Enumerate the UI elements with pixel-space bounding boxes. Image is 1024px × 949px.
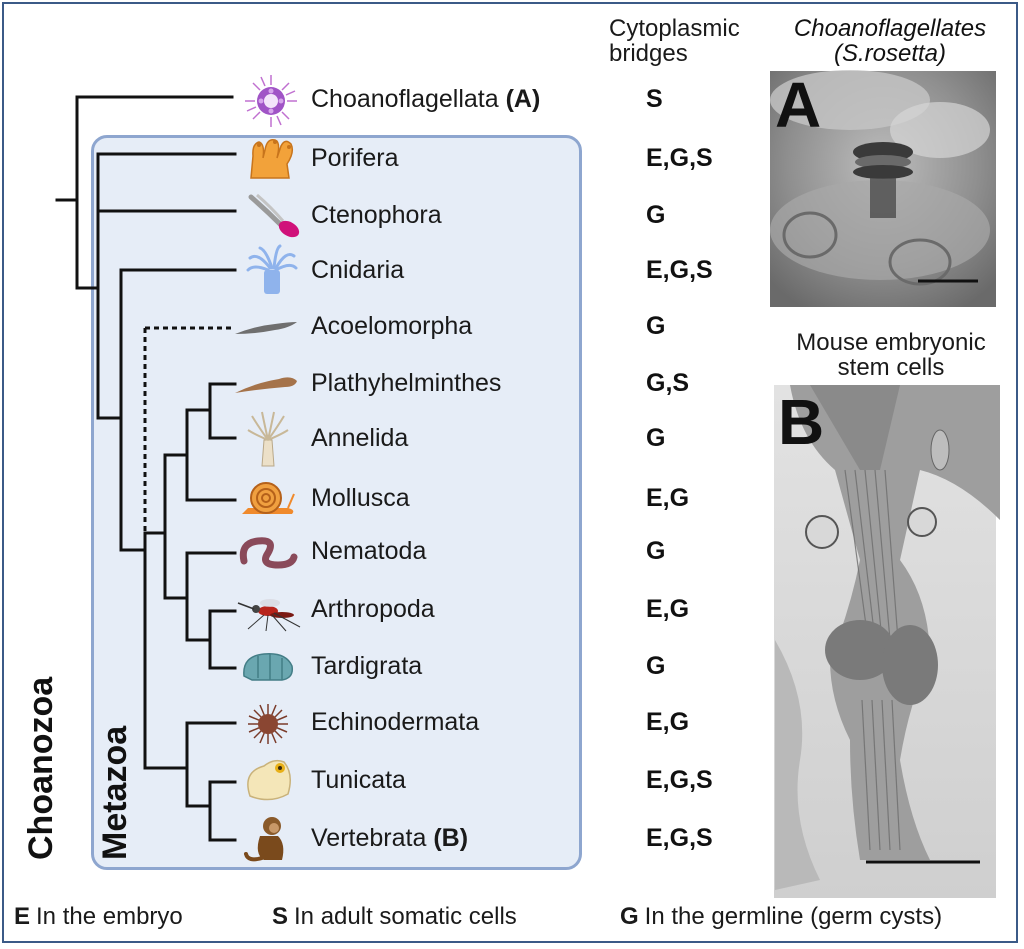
bridge-code: G,S xyxy=(646,369,690,397)
taxon-name: Ctenophora xyxy=(311,201,442,229)
panel-a-label: A xyxy=(775,69,822,141)
taxon-name: Choanoflagellata xyxy=(311,85,499,113)
bridges-header-text: Cytoplasmic bridges xyxy=(609,15,740,67)
choanoflagellate-rosette-icon xyxy=(245,75,297,127)
bridge-code: E,G,S xyxy=(646,766,713,794)
taxon-label: Porifera xyxy=(311,144,399,173)
taxon-label: Ctenophora xyxy=(311,201,442,230)
taxon-name: Cnidaria xyxy=(311,256,405,284)
taxon-label: Mollusca xyxy=(311,484,410,513)
taxon-name: Echinodermata xyxy=(311,708,480,736)
tube-worm-icon xyxy=(247,411,289,467)
legend-text: In the embryo xyxy=(36,903,183,930)
bridge-code: G xyxy=(646,312,666,340)
choano-title: Choanoflagellates (S.rosetta) xyxy=(770,16,1010,66)
acoel-worm-icon xyxy=(235,322,297,334)
taxon-name: Annelida xyxy=(311,424,409,452)
snail-icon xyxy=(242,482,295,514)
taxon-label: Annelida xyxy=(311,424,408,453)
taxon-label: Nematoda xyxy=(311,537,426,566)
legend-text: In the germline (germ cysts) xyxy=(644,903,943,930)
taxon-label: Choanoflagellata (A) xyxy=(311,85,540,114)
bridge-code: G xyxy=(646,201,666,229)
bridge-code: S xyxy=(646,85,663,113)
taxon-name: Tunicata xyxy=(311,766,406,794)
choano-title-name: Choanoflagellates xyxy=(793,15,987,42)
mouse-title: Mouse embryonic stem cells xyxy=(796,329,986,381)
bridge-code: E,G xyxy=(646,708,690,736)
taxon-label: Plathyhelminthes xyxy=(311,369,501,398)
taxon-panel-ref: (A) xyxy=(505,85,541,113)
roundworm-icon xyxy=(239,537,298,569)
taxon-name: Nematoda xyxy=(311,537,427,565)
taxon-name: Porifera xyxy=(311,144,399,172)
flatworm-icon xyxy=(235,377,297,393)
legend-key: E xyxy=(14,903,31,930)
legend-text: In adult somatic cells xyxy=(294,903,517,930)
sea-anemone-icon xyxy=(246,244,298,294)
metazoa-box xyxy=(91,135,582,870)
taxon-name: Arthropoda xyxy=(311,595,435,623)
choano-title-species: (S.rosetta) xyxy=(833,40,947,67)
taxon-name: Vertebrata xyxy=(311,824,427,852)
metazoa-label: Metazoa xyxy=(96,725,134,860)
sea-urchin-icon xyxy=(248,704,288,744)
tardigrade-icon xyxy=(243,653,294,681)
taxon-label: Tunicata xyxy=(311,766,406,795)
bridge-code: E,G xyxy=(646,484,690,512)
taxon-panel-ref: (B) xyxy=(433,824,469,852)
bridge-code: E,G xyxy=(646,595,690,623)
bridge-code: G xyxy=(646,537,666,565)
taxon-name: Tardigrata xyxy=(311,652,423,680)
taxon-label: Tardigrata xyxy=(311,652,422,681)
tunicate-icon xyxy=(247,759,291,801)
bridge-code: E,G,S xyxy=(646,824,713,852)
taxon-name: Plathyhelminthes xyxy=(311,369,502,397)
mosquito-icon xyxy=(237,599,301,632)
legend-key: S xyxy=(272,903,289,930)
taxon-label: Acoelomorpha xyxy=(311,312,472,341)
taxon-label: Arthropoda xyxy=(311,595,435,624)
bridge-code: G xyxy=(646,652,666,680)
taxon-label: Vertebrata (B) xyxy=(311,824,468,853)
sponge-icon xyxy=(250,138,294,179)
taxon-label: Echinodermata xyxy=(311,708,479,737)
bridge-code: G xyxy=(646,424,666,452)
bridges-header: Cytoplasmic bridges xyxy=(609,16,759,66)
legend-key: G xyxy=(620,903,639,930)
taxon-label: Cnidaria xyxy=(311,256,404,285)
bridge-code: E,G,S xyxy=(646,144,713,172)
choanozoa-label: Choanozoa xyxy=(22,676,60,860)
bridge-code: E,G,S xyxy=(646,256,713,284)
monkey-icon xyxy=(244,817,284,862)
taxon-name: Mollusca xyxy=(311,484,410,512)
taxon-name: Acoelomorpha xyxy=(311,312,473,340)
panel-b-label: B xyxy=(778,386,825,458)
comb-jelly-icon xyxy=(248,193,300,238)
